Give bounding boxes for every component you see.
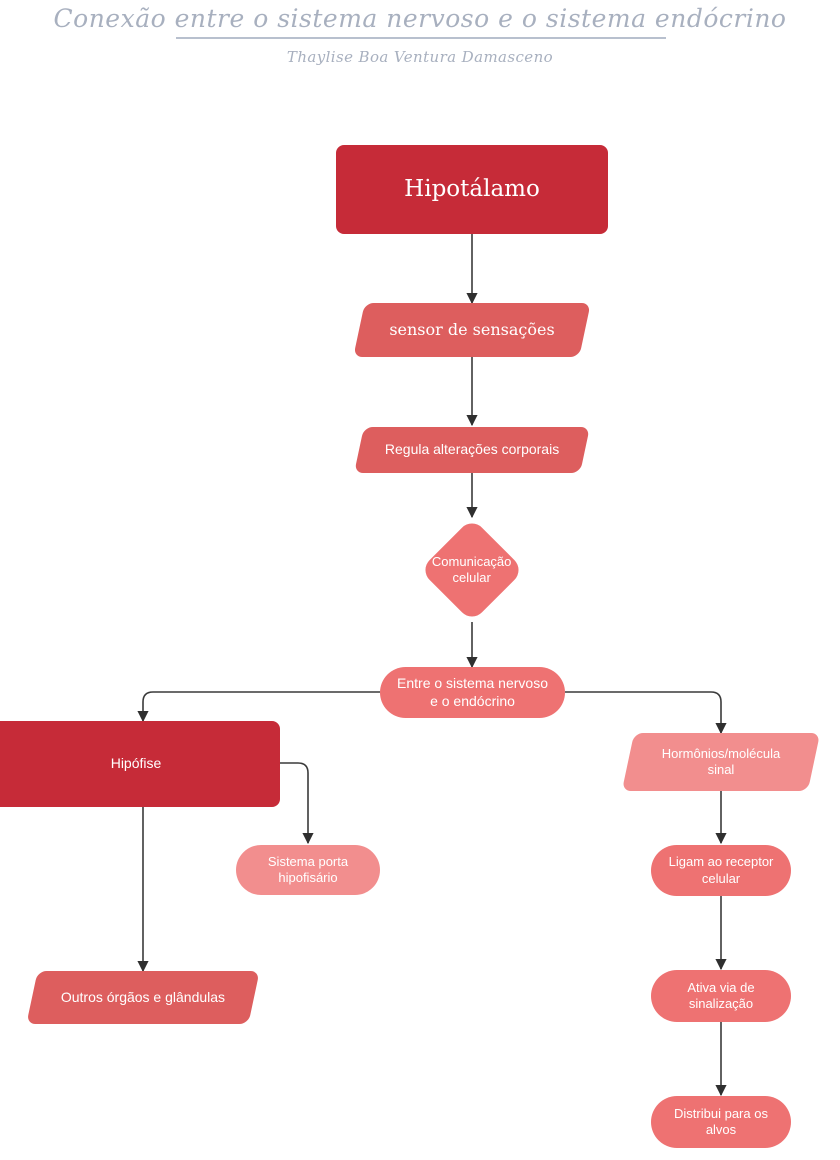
node-ativa-via-de-sinalizacao[interactable]: Ativa via de sinalização xyxy=(651,970,791,1022)
node-entre-sistema-nervoso-endocrino[interactable]: Entre o sistema nervoso e o endócrino xyxy=(380,667,565,718)
node-sistema-porta-hipofisario-label: Sistema porta hipofisário xyxy=(267,853,349,885)
node-hipofise-label: Hipófise xyxy=(110,755,162,772)
node-entre-sistema-nervoso-endocrino-label: Entre o sistema nervoso e o endócrino xyxy=(397,675,548,709)
node-hormonios-molecula-sinal[interactable]: Hormônios/molécula sinal xyxy=(621,733,821,791)
node-comunicacao-celular[interactable]: Comunicação celular xyxy=(419,517,525,623)
node-outros-orgaos-e-glandulas[interactable]: Outros órgãos e glândulas xyxy=(26,971,260,1024)
edge-entre-hipofise xyxy=(137,691,380,723)
node-hormonios-molecula-sinal-label: Hormônios/molécula sinal xyxy=(661,745,781,777)
node-comunicacao-celular-label: Comunicação celular xyxy=(432,553,512,585)
node-regula-alteracoes-corporais-label: Regula alterações corporais xyxy=(384,441,560,458)
node-hipotalamo-label: Hipotálamo xyxy=(404,176,540,203)
edge-entre-hormonios xyxy=(565,691,727,735)
node-sistema-porta-hipofisario[interactable]: Sistema porta hipofisário xyxy=(236,845,380,895)
header: Conexão entre o sistema nervoso e o sist… xyxy=(0,0,840,90)
node-outros-orgaos-e-glandulas-label: Outros órgãos e glândulas xyxy=(60,988,226,1005)
node-ligam-ao-receptor-celular[interactable]: Ligam ao receptor celular xyxy=(651,845,791,896)
title-underline-rule xyxy=(176,37,666,39)
node-sensor-de-sensacoes-label: sensor de sensações xyxy=(389,320,555,339)
node-sensor-de-sensacoes[interactable]: sensor de sensações xyxy=(353,303,591,357)
node-ligam-ao-receptor-celular-label: Ligam ao receptor celular xyxy=(668,854,774,886)
node-hipotalamo[interactable]: Hipotálamo xyxy=(336,145,608,234)
node-regula-alteracoes-corporais[interactable]: Regula alterações corporais xyxy=(354,427,590,473)
node-hipofise[interactable]: Hipófise xyxy=(0,721,280,807)
node-distribui-para-os-alvos-label: Distribui para os alvos xyxy=(674,1105,768,1137)
page-title: Conexão entre o sistema nervoso e o sist… xyxy=(53,4,787,33)
node-distribui-para-os-alvos[interactable]: Distribui para os alvos xyxy=(651,1096,791,1148)
node-ativa-via-de-sinalizacao-label: Ativa via de sinalização xyxy=(687,979,755,1011)
edge-hipofise-sistemaporta xyxy=(280,762,314,845)
author-subtitle: Thaylise Boa Ventura Damasceno xyxy=(286,48,554,66)
